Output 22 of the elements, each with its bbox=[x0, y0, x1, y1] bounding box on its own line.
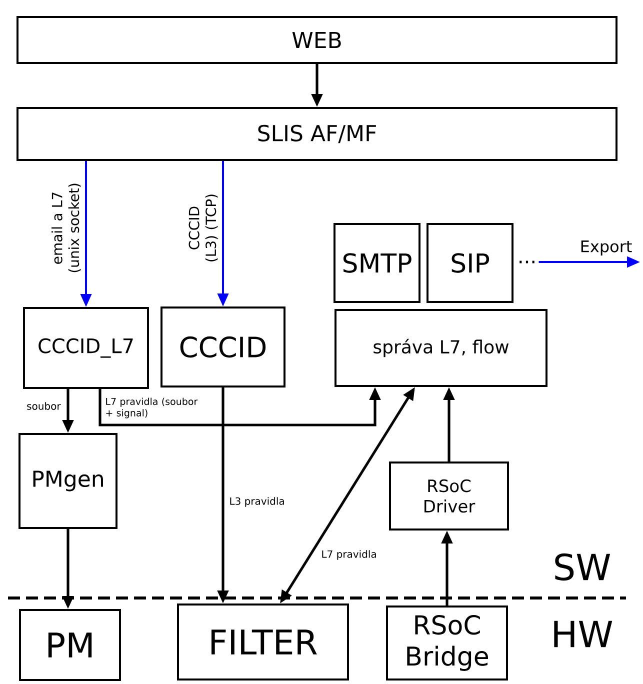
process-box: SMTP bbox=[334, 223, 420, 303]
edge-label: soubor bbox=[26, 401, 62, 411]
edge-label: Export bbox=[578, 240, 634, 256]
edge-label: L7 pravidla bbox=[320, 549, 378, 561]
process-box: PMgen bbox=[18, 433, 118, 529]
edge-label: CCCID (L3) (TCP) bbox=[188, 181, 219, 275]
layer-label: SW bbox=[555, 553, 610, 581]
process-box: SIP bbox=[426, 223, 514, 303]
process-box: RSoC Driver bbox=[389, 462, 509, 530]
process-box: CCCID_L7 bbox=[23, 307, 149, 389]
hardware-box: PM bbox=[19, 609, 121, 681]
edge-label: L7 pravidla (soubor + signal) bbox=[104, 396, 206, 420]
edge-label: email a L7 (unix socket) bbox=[50, 180, 82, 276]
layer-label: HW bbox=[554, 620, 612, 648]
edge-label: L3 pravidla bbox=[228, 496, 286, 508]
ellipsis-text: ... bbox=[520, 260, 534, 264]
process-box: WEB bbox=[16, 16, 618, 64]
hardware-box: FILTER bbox=[177, 604, 349, 680]
process-box: CCCID bbox=[160, 306, 286, 388]
process-box: SLIS AF/MF bbox=[16, 107, 618, 161]
process-box: správa L7, flow bbox=[334, 309, 548, 387]
hardware-box: RSoC Bridge bbox=[386, 606, 508, 680]
